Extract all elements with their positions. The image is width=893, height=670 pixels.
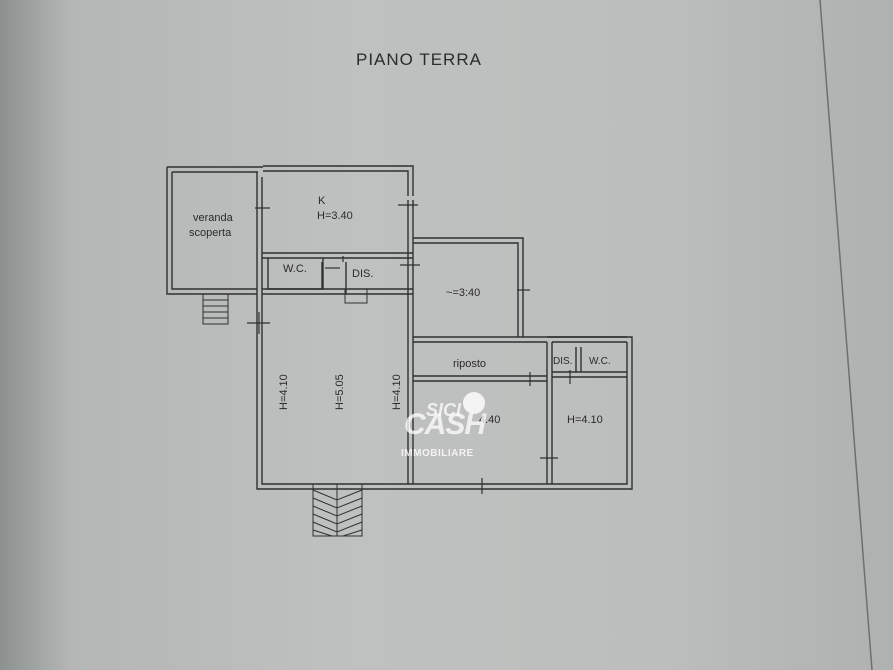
riposto-bottom xyxy=(413,375,547,382)
veranda-label-2: scoperta xyxy=(189,227,232,239)
kitchen-label: K xyxy=(318,195,326,207)
riposto-lower-height: 4.40 xyxy=(479,414,500,426)
kitchen-height: H=3.40 xyxy=(317,210,353,222)
riposto-label: riposto xyxy=(453,358,486,370)
right-room-height: H=4.10 xyxy=(567,414,603,426)
outer-wall-top xyxy=(263,165,414,196)
living-height-right: H=4.10 xyxy=(391,374,403,410)
plan-title: PIANO TERRA xyxy=(356,50,482,69)
veranda-label-1: veranda xyxy=(193,212,234,224)
veranda-outline xyxy=(166,166,263,295)
front-steps xyxy=(312,483,363,537)
wc-left-label: W.C. xyxy=(283,263,307,275)
right-wing-top xyxy=(547,336,627,343)
center-room-height: ~=3:40 xyxy=(446,287,480,299)
dis-left-label: DIS. xyxy=(352,268,373,280)
watermark-logo: CASH xyxy=(404,408,486,441)
right-wing xyxy=(546,342,627,484)
watermark-dot xyxy=(463,392,485,414)
page-fold-line xyxy=(819,0,873,670)
kitchen-right xyxy=(407,200,414,294)
living-right xyxy=(407,294,414,484)
living-height-left: H=4.10 xyxy=(278,374,290,410)
veranda-steps xyxy=(202,288,368,325)
east-block xyxy=(413,237,524,337)
watermark-top: SICI xyxy=(426,400,462,420)
watermark-subtitle: IMMOBILIARE xyxy=(401,448,474,459)
living-height-center: H=5.05 xyxy=(334,374,346,410)
kitchen-bottom xyxy=(262,252,413,259)
east-bottom xyxy=(413,336,547,343)
living-top xyxy=(262,288,413,295)
dis-right-label: DIS. xyxy=(553,356,572,367)
wc-right-label: W.C. xyxy=(589,356,611,367)
